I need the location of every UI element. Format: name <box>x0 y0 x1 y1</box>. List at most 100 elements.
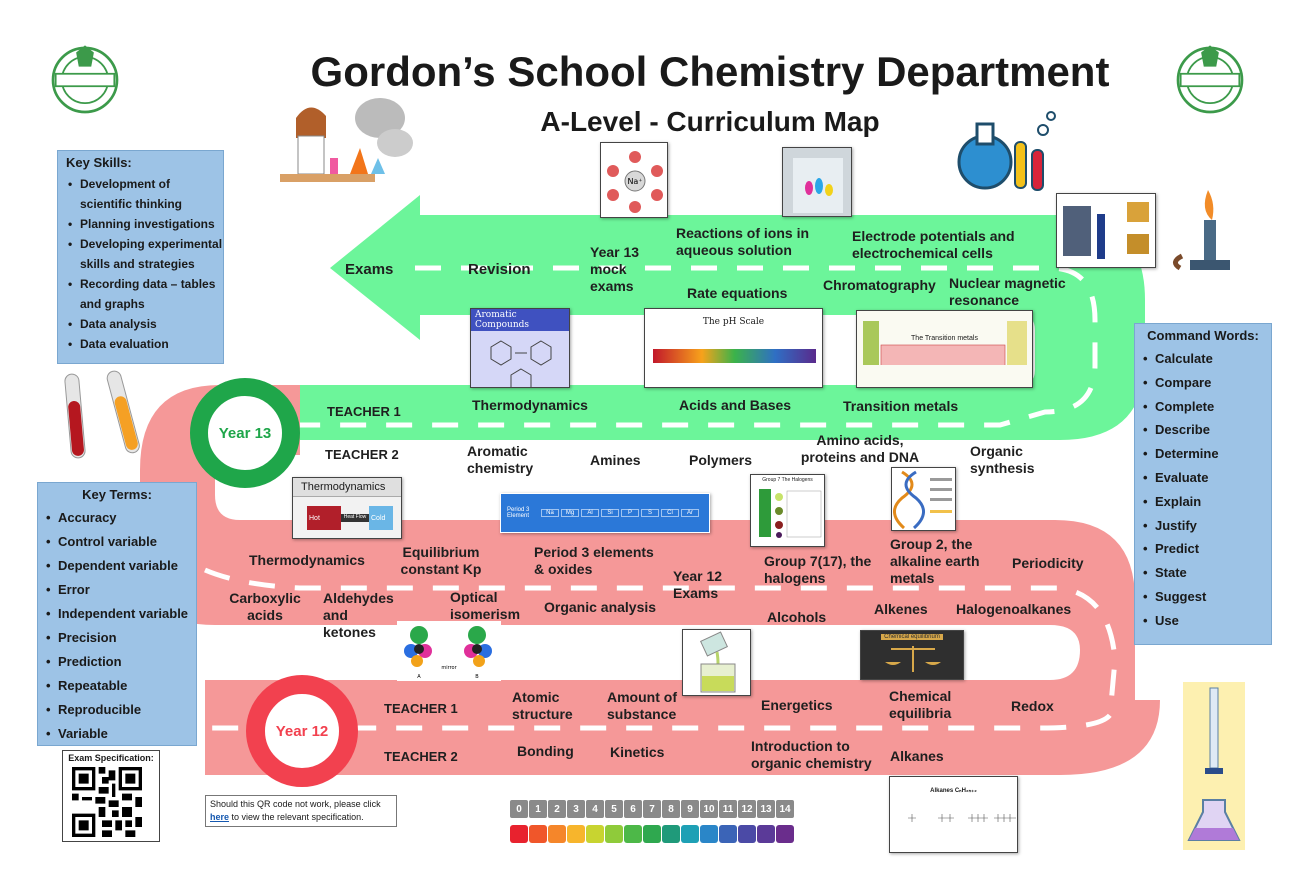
y12-amount: Amount of substance <box>607 689 677 722</box>
thermodynamics-image: Thermodynamics Hot Heat Flow Cold <box>292 477 402 539</box>
year13-badge: Year 13 <box>190 378 300 488</box>
ph-number: 6 <box>624 800 642 818</box>
key-skills-list: Development of scientific thinking Plann… <box>58 174 223 354</box>
specification-link[interactable]: here <box>210 812 230 822</box>
year12-badge: Year 12 <box>246 675 358 787</box>
year13-road <box>300 195 1145 440</box>
electrochemical-cell-image <box>1056 193 1156 268</box>
y12-halogenoalkanes: Halogenoalkanes <box>956 601 1072 617</box>
ph-color-swatch <box>624 825 642 843</box>
y13-nmr: Nuclear magnetic resonance <box>949 275 1066 308</box>
page-subtitle: A-Level - Curriculum Map <box>540 106 880 137</box>
y13-revision: Revision <box>468 261 531 278</box>
y12-exams: Year 12 Exams <box>673 568 723 601</box>
y12-group7: Group 7(17), the halogens <box>764 553 872 586</box>
y13-aromatic: Aromatic chemistry <box>467 443 534 476</box>
command-words-box: Command Words: Calculate Compare Complet… <box>1134 323 1272 645</box>
ph-color-swatch <box>757 825 775 843</box>
ph-color-swatch <box>662 825 680 843</box>
bunsen-burner-icon <box>1173 190 1230 271</box>
y12-thermodynamics: Thermodynamics <box>249 552 365 568</box>
y12-chem-eq: Chemical equilibria <box>889 688 952 721</box>
y12-alkenes: Alkenes <box>874 601 928 617</box>
key-terms-heading: Key Terms: <box>82 487 152 502</box>
y13-polymers: Polymers <box>689 452 753 468</box>
y12-redox: Redox <box>1011 698 1054 714</box>
mirror-b-label: B <box>475 674 479 680</box>
y12-aldehydes: Aldehydes and ketones <box>323 590 394 640</box>
ph-color-swatch <box>643 825 661 843</box>
key-terms-list: Accuracy Control variable Dependent vari… <box>38 506 196 746</box>
y12-energetics: Energetics <box>761 697 833 713</box>
ph-number: 7 <box>643 800 661 818</box>
ph-color-swatch <box>700 825 718 843</box>
ph-number: 13 <box>757 800 775 818</box>
y12-alkanes: Alkanes <box>890 748 944 764</box>
y13-organic-synth: Organic synthesis <box>970 443 1035 476</box>
y13-exams: Exams <box>345 261 394 278</box>
exam-spec-box: Exam Specification: <box>62 750 160 842</box>
key-term-item: Accuracy <box>46 506 196 530</box>
key-term-item: Prediction <box>46 650 196 674</box>
mirror-a-label: A <box>417 674 421 680</box>
y12-organic-analysis: Organic analysis <box>544 599 657 615</box>
y13-thermodynamics: Thermodynamics <box>472 397 588 413</box>
ph-color-swatch <box>738 825 756 843</box>
ph-number: 11 <box>719 800 737 818</box>
command-word-item: Predict <box>1143 537 1271 561</box>
dna-image <box>891 467 956 531</box>
transition-metals-image: The Transition metals <box>856 310 1033 388</box>
key-skill-item: Recording data – tables and graphs <box>68 274 223 314</box>
command-word-item: Explain <box>1143 490 1271 514</box>
ph-color-swatch <box>567 825 585 843</box>
ph-number: 0 <box>510 800 528 818</box>
ph-scale-image: The pH Scale <box>644 308 823 388</box>
qr-fallback-note: Should this QR code not work, please cli… <box>205 795 397 827</box>
y12-carboxylic: Carboxylic acids <box>229 590 301 623</box>
y12-equilibrium-kp: Equilibrium constant Kp <box>400 544 482 577</box>
key-term-item: Reproducible <box>46 698 196 722</box>
school-crest-logo-left <box>51 45 119 114</box>
key-skill-item: Developing experimental skills and strat… <box>68 234 223 274</box>
command-word-item: Use <box>1143 609 1271 633</box>
titration-icon <box>1183 682 1245 850</box>
aromatic-compounds-image: Aromatic Compounds <box>470 308 570 388</box>
y12-alcohols: Alcohols <box>767 609 827 625</box>
y13-transition: Transition metals <box>843 398 959 414</box>
y12-intro-organic: Introduction to organic chemistry <box>751 738 872 771</box>
key-term-item: Variable <box>46 722 196 746</box>
ph-number: 9 <box>681 800 699 818</box>
ph-color-swatch <box>605 825 623 843</box>
y13-electrode: Electrode potentials and electrochemical… <box>852 228 1015 261</box>
ion-hydration-image: Na⁺ <box>600 142 668 218</box>
ph-color-swatch <box>681 825 699 843</box>
ph-number: 10 <box>700 800 718 818</box>
qr-code-icon[interactable] <box>71 767 143 837</box>
page-title: Gordon’s School Chemistry Department <box>310 48 1110 95</box>
year12-road <box>140 385 1160 775</box>
y13-teacher2: TEACHER 2 <box>325 447 399 462</box>
flask-test-tubes-icon <box>957 111 1056 191</box>
ph-color-swatch <box>776 825 794 843</box>
y12-group2: Group 2, the alkaline earth metals <box>890 536 980 586</box>
command-word-item: Justify <box>1143 514 1271 538</box>
y12-period3: Period 3 elements & oxides <box>534 544 654 577</box>
key-term-item: Error <box>46 578 196 602</box>
ph-number: 4 <box>586 800 604 818</box>
y12-periodicity: Periodicity <box>1012 555 1084 571</box>
mirror-label: mirror <box>441 665 457 671</box>
command-words-list: Calculate Compare Complete Describe Dete… <box>1135 347 1271 633</box>
key-skill-item: Development of scientific thinking <box>68 174 223 214</box>
ph-number: 8 <box>662 800 680 818</box>
y13-mock: Year 13 mock exams <box>590 244 640 294</box>
command-word-item: Describe <box>1143 418 1271 442</box>
ph-number: 1 <box>529 800 547 818</box>
command-word-item: State <box>1143 561 1271 585</box>
command-word-item: Calculate <box>1143 347 1271 371</box>
ph-number: 5 <box>605 800 623 818</box>
key-term-item: Dependent variable <box>46 554 196 578</box>
y13-reactions-ions: Reactions of ions in aqueous solution <box>676 225 810 258</box>
ph-number: 14 <box>776 800 794 818</box>
y13-chromatography: Chromatography <box>823 277 936 293</box>
